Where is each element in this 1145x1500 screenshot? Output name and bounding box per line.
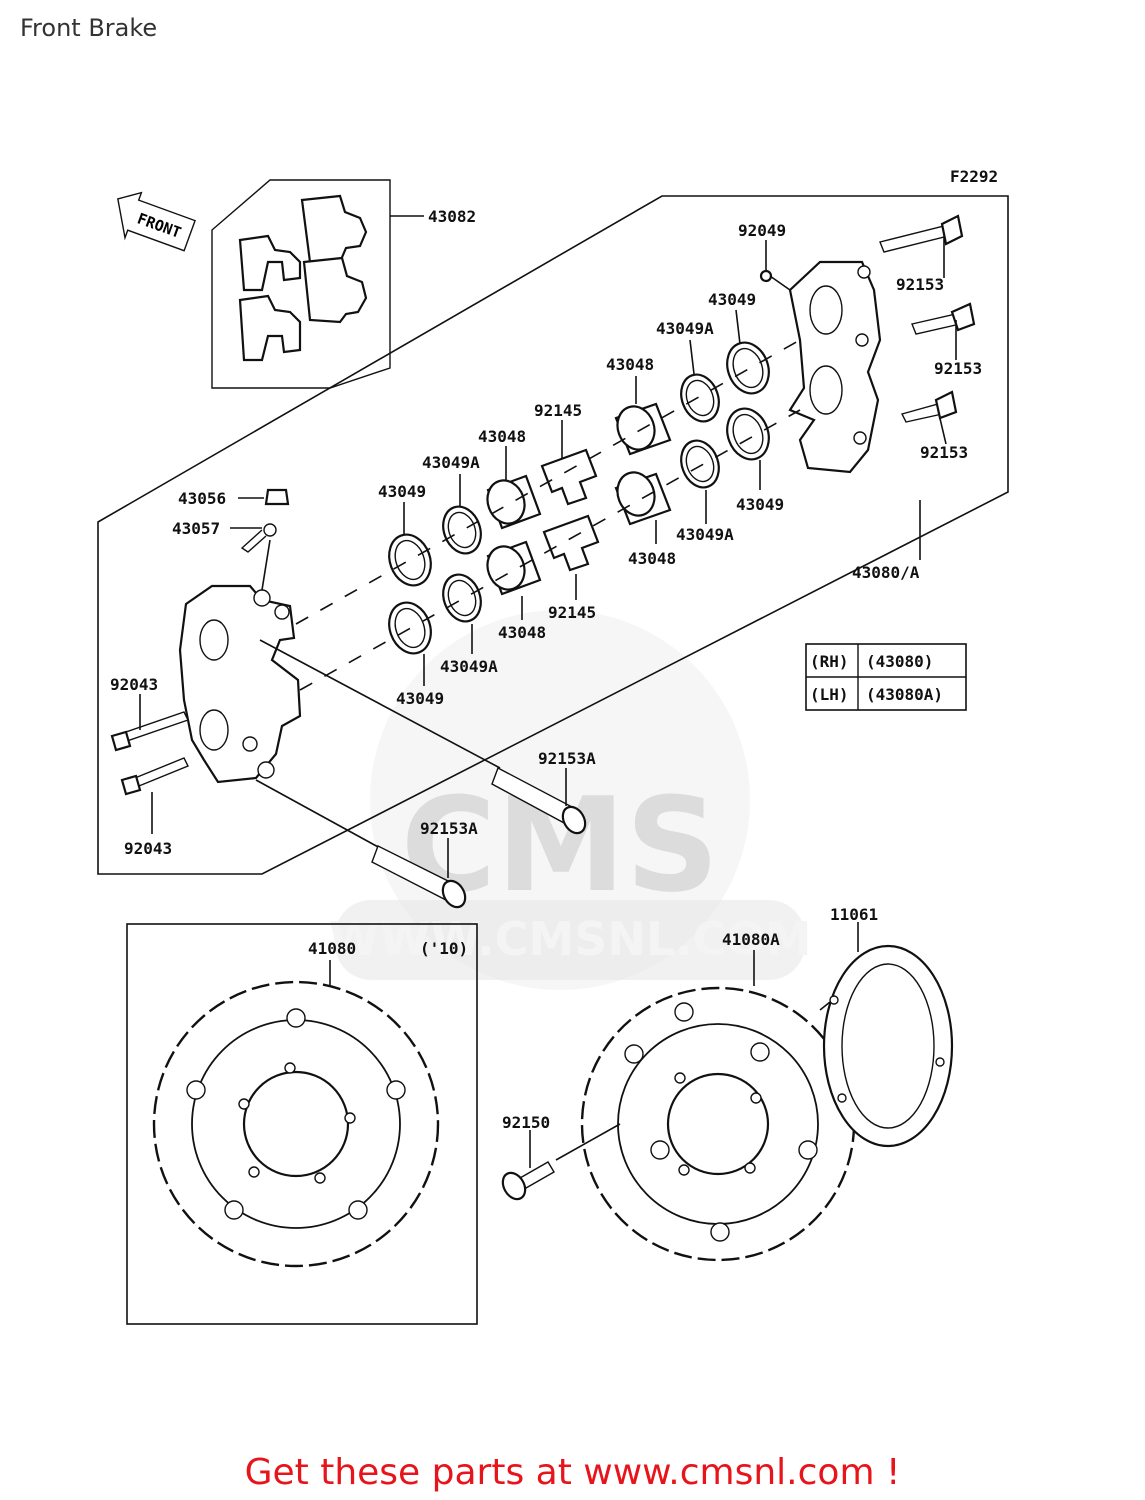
caliper-body-left: [178, 584, 302, 784]
part-lh: (43080A): [866, 685, 943, 704]
pad-spring-92145: [540, 448, 600, 572]
label-43049-mid: 43049: [378, 482, 426, 501]
label-43049-bot: 43049: [396, 689, 444, 708]
bleeder-cap-43057: [240, 523, 277, 553]
figure-code: F2292: [950, 167, 998, 186]
label-43048-bot: 43048: [498, 623, 546, 642]
label-43048-top: 43048: [606, 355, 654, 374]
washer-92049: [759, 269, 773, 283]
bolt-92153: [879, 214, 976, 423]
side-rh: (RH): [810, 652, 849, 671]
label-92043-bot: 92043: [124, 839, 172, 858]
brake-disc-left: [152, 980, 440, 1268]
label-43049-right: 43049: [736, 495, 784, 514]
label-92153-a: 92153: [896, 275, 944, 294]
label-43049A-bot: 43049A: [440, 657, 498, 676]
caliper-body-right: [788, 260, 882, 474]
label-year-10: ('10): [420, 939, 468, 958]
label-43082: 43082: [428, 207, 476, 226]
label-41080: 41080: [308, 939, 356, 958]
brake-pad-icon: [238, 194, 368, 362]
label-43056: 43056: [178, 489, 226, 508]
bolt-92150: [501, 1161, 555, 1201]
brake-disc-right: [580, 986, 856, 1262]
label-43057: 43057: [172, 519, 220, 538]
label-92153-c: 92153: [920, 443, 968, 462]
label-92153A-bot: 92153A: [420, 819, 478, 838]
disc-box-left: [126, 923, 478, 1325]
bleeder-valve-43056: [264, 488, 290, 506]
seals-pistons-left: [388, 474, 542, 655]
label-92150: 92150: [502, 1113, 550, 1132]
brake-pad-set: [211, 179, 424, 389]
label-11061: 11061: [830, 905, 878, 924]
label-92153A-top: 92153A: [538, 749, 596, 768]
label-43049A-top: 43049A: [656, 319, 714, 338]
label-92043-top: 92043: [110, 675, 158, 694]
label-92049: 92049: [738, 221, 786, 240]
promo-banner[interactable]: Get these parts at www.cmsnl.com !: [244, 1452, 901, 1493]
label-41080A: 41080A: [722, 930, 780, 949]
side-lh: (LH): [810, 685, 849, 704]
label-43049-top: 43049: [708, 290, 756, 309]
page-title: Front Brake: [20, 14, 158, 42]
label-92145-bot: 92145: [548, 603, 596, 622]
part-rh: (43080): [866, 652, 933, 671]
label-43048-mid: 43048: [478, 427, 526, 446]
watermark-url: WWW.CMSNL.COM: [329, 912, 812, 966]
side-table: (RH) (43080) (LH) (43080A): [805, 643, 967, 711]
label-43080A: 43080/A: [852, 563, 920, 582]
seals-pistons-right: [614, 341, 770, 526]
pin-92043: [110, 711, 189, 796]
label-43049A-mid: 43049A: [422, 453, 480, 472]
parts-diagram: CMS WWW.CMSNL.COM F2292 FRONT 43082: [97, 167, 1009, 1325]
label-92153-b: 92153: [934, 359, 982, 378]
label-43049A-right: 43049A: [676, 525, 734, 544]
gasket-11061: [822, 944, 954, 1148]
label-43048-right: 43048: [628, 549, 676, 568]
front-arrow-icon: FRONT: [117, 191, 196, 252]
label-92145-top: 92145: [534, 401, 582, 420]
caliper-set-outline: [97, 195, 1009, 875]
bolt-92153A: [371, 767, 587, 909]
